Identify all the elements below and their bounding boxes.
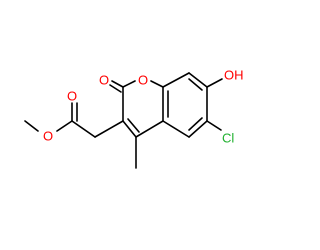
bond-c8a-c8	[162, 72, 190, 88]
ester-carbonyl-oxygen-label: O	[67, 89, 77, 104]
structure-canvas: O O O O OH Cl	[24, 67, 244, 169]
bond-c3-ch2	[94, 120, 124, 138]
bond-ch2-ester-carbon	[71, 120, 96, 138]
bond-c4a-c4	[135, 120, 164, 138]
bond-c2-o1	[122, 80, 136, 88]
bond-c8-c7-double	[188, 78, 203, 91]
molecule-structure: O O O O OH Cl	[24, 68, 244, 169]
bond-c3-c4-double	[127, 118, 140, 133]
ester-oxygen-label: O	[43, 129, 53, 144]
bond-c8-c7	[188, 72, 208, 88]
chlorine-label: Cl	[222, 131, 234, 146]
bond-c6-chlorine	[206, 120, 222, 131]
hydroxyl-label: OH	[224, 68, 244, 83]
carbonyl-oxygen-label: O	[99, 73, 109, 88]
bond-c7-hydroxyl	[206, 78, 223, 88]
bond-c2-carbonyl-a	[111, 80, 124, 88]
bond-c2-carbonyl-b	[109, 84, 122, 93]
bond-o1-c8a	[150, 80, 164, 88]
bond-ester-oxygen-methyl	[24, 120, 39, 132]
atom-labels: O O O O OH Cl	[43, 68, 244, 146]
bond-c5-c4a	[162, 120, 190, 138]
bond-c6-c5-double	[188, 117, 203, 131]
ring-oxygen-label: O	[138, 73, 148, 88]
bonds	[24, 72, 223, 169]
bond-c4-c3	[122, 120, 137, 138]
bond-c6-c5	[188, 120, 208, 138]
bond-ester-carbon-oxygen	[56, 120, 73, 132]
